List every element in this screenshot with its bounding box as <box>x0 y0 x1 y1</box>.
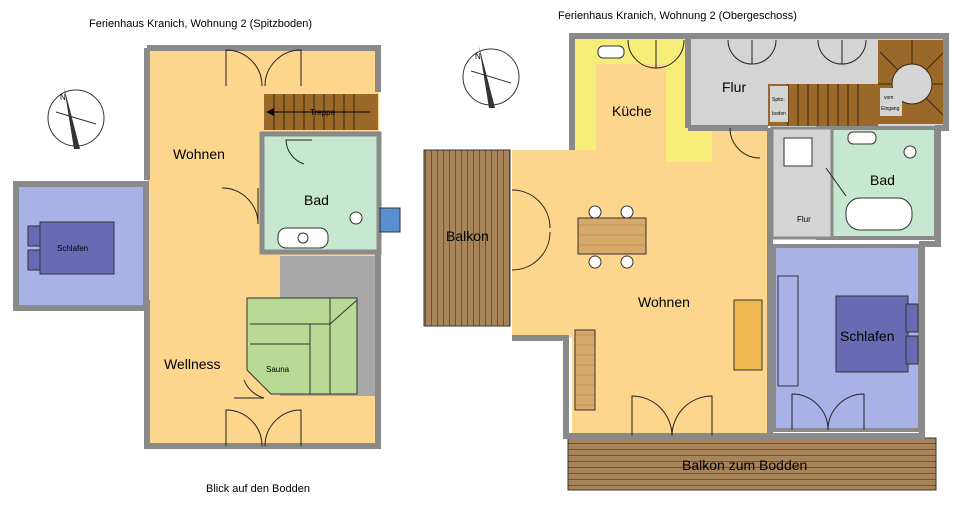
label-wellness: Wellness <box>164 356 221 372</box>
label-spitzboden-1: Spitz- <box>772 97 785 103</box>
label-spitzboden-2: boden <box>772 111 786 117</box>
label-sauna: Sauna <box>266 365 290 374</box>
sideboard-left <box>574 329 596 411</box>
north-label-right: N <box>475 52 481 61</box>
label-wohnen-left: Wohnen <box>173 146 225 162</box>
pillow-right-1 <box>905 303 919 333</box>
sink-kueche <box>597 45 625 59</box>
dining-table <box>577 217 647 255</box>
doors-left <box>221 49 312 447</box>
room-balkon <box>423 149 511 327</box>
stair-spiral-steps <box>878 40 945 117</box>
bed-right <box>835 295 909 373</box>
wardrobe-right <box>777 275 799 387</box>
label-balkon: Balkon <box>446 228 489 244</box>
label-balkon-bodden: Balkon zum Bodden <box>682 457 807 473</box>
label-flur-small: Flur <box>797 215 811 224</box>
bathtub-left <box>277 227 329 249</box>
label-eingang: Eingang <box>881 106 900 112</box>
north-label-left: N <box>60 93 66 102</box>
drain-left <box>297 232 309 244</box>
pillow-left-2 <box>27 249 41 271</box>
room-kueche <box>575 38 712 162</box>
compass-left: N <box>47 87 105 149</box>
label-schlafen-left: Schlafen <box>57 244 88 253</box>
label-bad-right: Bad <box>870 172 895 188</box>
caption-bodden: Blick auf den Bodden <box>206 483 310 495</box>
sideboard-right <box>733 299 763 371</box>
label-schlafen-right: Schlafen <box>840 328 894 344</box>
stair-arrow-head-icon <box>266 108 274 116</box>
compass-right: N <box>462 46 520 108</box>
pillow-left-1 <box>27 225 41 247</box>
room-balkon-bodden <box>567 437 937 491</box>
room-sauna <box>246 297 358 395</box>
label-kueche: Küche <box>612 103 652 119</box>
bed-left <box>39 221 115 275</box>
north-arrow-icon <box>64 87 80 149</box>
wall-left-top <box>147 45 381 92</box>
bathtub-right <box>845 197 913 231</box>
pillow-right-2 <box>905 335 919 365</box>
label-bad-left: Bad <box>304 192 329 208</box>
wall-right-outer <box>512 33 949 439</box>
eingang-label-bg <box>880 88 902 116</box>
shower-right <box>783 137 813 167</box>
label-vom: vom <box>884 95 893 101</box>
sauna-benches <box>250 298 358 394</box>
stair-label-bg <box>770 86 788 122</box>
label-wohnen-right: Wohnen <box>638 294 690 310</box>
dining-chairs <box>588 205 634 269</box>
label-flur-top: Flur <box>722 79 746 95</box>
label-treppe: Treppe <box>310 108 336 117</box>
sink-right <box>847 131 877 145</box>
right-plan-title: Ferienhaus Kranich, Wohnung 2 (Obergesch… <box>558 10 797 22</box>
toilet-left <box>349 211 363 225</box>
north-arrow-icon <box>479 46 495 108</box>
window-bad-left <box>379 207 401 233</box>
doors-right <box>511 39 867 437</box>
left-plan-title: Ferienhaus Kranich, Wohnung 2 (Spitzbode… <box>89 18 312 30</box>
toilet-right <box>903 145 917 159</box>
